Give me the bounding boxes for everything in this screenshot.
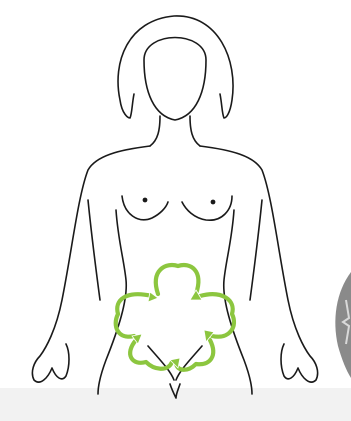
chest-mark-left (143, 198, 148, 203)
hair-outline (118, 16, 233, 118)
pelvis (148, 346, 202, 398)
flow-lobe-bottom-left (130, 340, 172, 369)
torso-left (98, 210, 126, 394)
face-outline (144, 38, 206, 121)
circular-flow-arrows (116, 265, 234, 370)
torso-right (224, 210, 252, 394)
right-arm (200, 146, 318, 382)
chest-right (182, 196, 232, 220)
chest-mark-right (211, 200, 216, 205)
flow-lobe-top (156, 265, 199, 294)
